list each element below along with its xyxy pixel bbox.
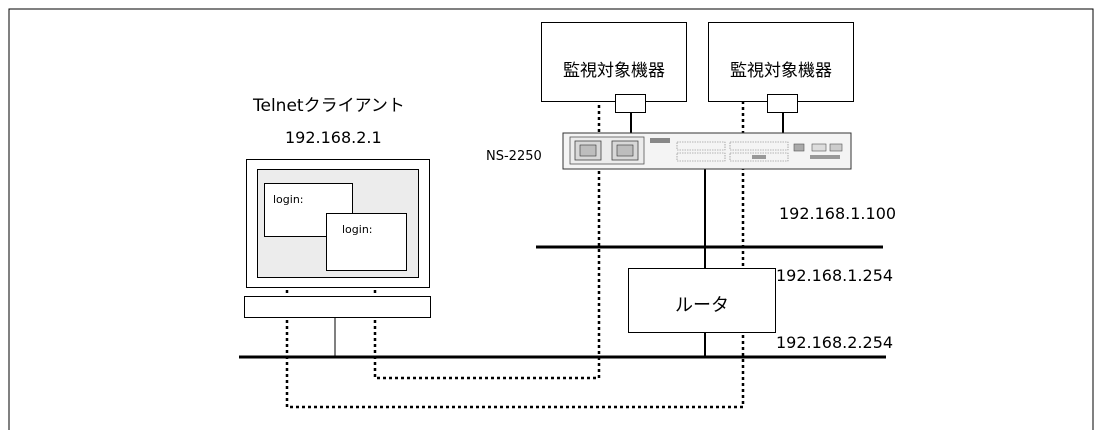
monitored-device-left-label: 監視対象機器: [563, 61, 665, 81]
client-name-label: Telnetクライアント: [253, 96, 405, 116]
login-window-2: login:: [326, 213, 407, 271]
console-server-model-label: NS-2250: [486, 149, 542, 164]
diagram-frame: [8, 8, 1094, 430]
login-window-2-text: login:: [342, 223, 373, 236]
monitored-device-left: 監視対象機器: [541, 22, 687, 102]
monitored-device-right-label: 監視対象機器: [730, 61, 832, 81]
server-ip-label: 192.168.1.100: [779, 204, 897, 223]
serial-adapter-left: [615, 94, 646, 113]
router-upper-ip-label: 192.168.1.254: [776, 266, 894, 285]
access-path-1: [373, 92, 601, 380]
client-keyboard: [244, 296, 431, 318]
router: ルータ: [628, 268, 776, 333]
serial-adapter-right: [767, 94, 798, 113]
console-server-device: [562, 132, 852, 170]
login-window-1-text: login:: [273, 193, 304, 206]
client-ip-label: 192.168.2.1: [285, 128, 382, 147]
monitored-device-right: 監視対象機器: [708, 22, 854, 102]
access-path-2: [285, 92, 745, 409]
router-label: ルータ: [675, 295, 729, 316]
router-lower-ip-label: 192.168.2.254: [776, 333, 894, 352]
